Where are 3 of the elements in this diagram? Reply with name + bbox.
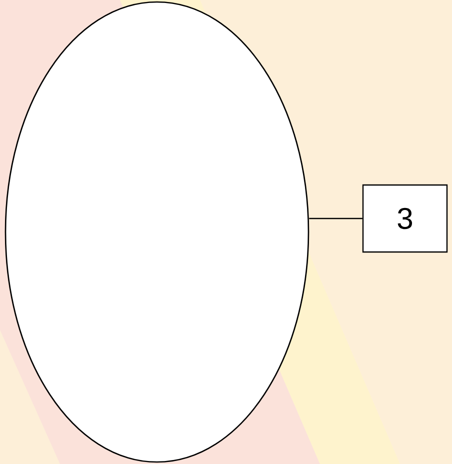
ellipse-shape (4, 1, 310, 463)
number-box: 3 (362, 184, 448, 253)
connector-line (309, 218, 362, 220)
